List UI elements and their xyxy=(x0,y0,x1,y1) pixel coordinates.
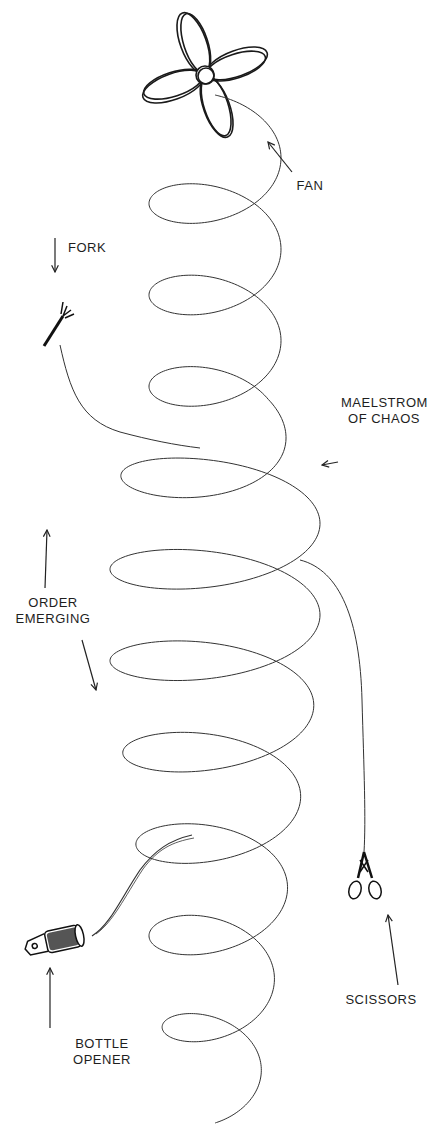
leader-arrows xyxy=(45,142,398,1028)
fan-drawing xyxy=(139,9,272,142)
scissors-drawing xyxy=(347,852,383,900)
chaos-spiral xyxy=(110,95,320,1123)
scissors-string xyxy=(300,560,365,852)
callout-label: MAELSTROM OF CHAOS xyxy=(341,395,427,428)
callout-label: FAN xyxy=(290,178,330,194)
callout-label: FORK xyxy=(62,240,112,256)
callout-label: BOTTLE OPENER xyxy=(62,1036,142,1069)
callout-label: ORDER EMERGING xyxy=(10,595,96,628)
opener-string xyxy=(96,838,194,934)
bottle-opener-drawing xyxy=(22,924,85,958)
opener-string xyxy=(92,835,192,936)
fork-drawing xyxy=(44,302,74,346)
callout-label: SCISSORS xyxy=(338,992,424,1008)
fork-string xyxy=(60,345,200,448)
